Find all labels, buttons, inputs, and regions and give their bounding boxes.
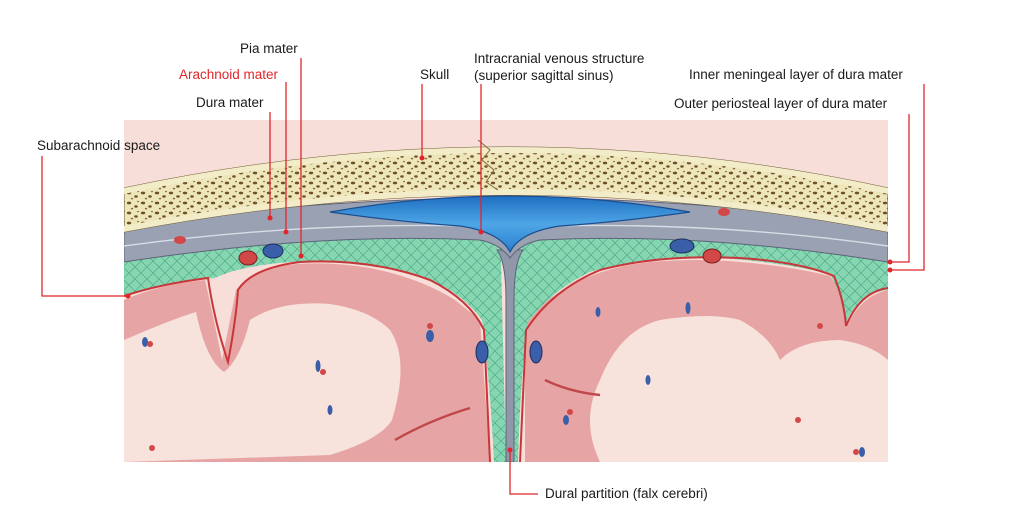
leader-dot xyxy=(125,293,131,299)
vessel-red xyxy=(817,323,823,329)
vessel-blue xyxy=(645,375,651,385)
right-deep-fold xyxy=(544,378,601,397)
vessel-red xyxy=(853,449,859,455)
leader-dural-partition xyxy=(509,450,538,495)
skull-inner-cortex xyxy=(124,189,888,232)
vessel-red xyxy=(567,409,573,415)
vessel-blue xyxy=(563,415,569,425)
vessel-blue xyxy=(529,340,543,364)
leader-dot xyxy=(887,267,893,273)
vessel-red xyxy=(718,208,730,216)
vessel-red xyxy=(320,369,326,375)
vessel-blue xyxy=(315,360,321,372)
leader-dot xyxy=(298,253,304,259)
leader-dot xyxy=(267,215,273,221)
right-white-matter xyxy=(590,316,888,462)
vessel-blue xyxy=(142,337,148,347)
vessel-red xyxy=(238,250,258,266)
leader-dot xyxy=(419,155,425,161)
leader-dot xyxy=(478,229,484,235)
leader-lines xyxy=(41,58,925,495)
left-white-matter xyxy=(124,303,401,462)
subarachnoid-layer-left xyxy=(124,220,506,462)
leader-inner-meningeal xyxy=(890,84,925,271)
diagram-panel xyxy=(124,120,888,462)
vessel-blue xyxy=(859,447,865,457)
leader-subarachnoid xyxy=(41,156,128,297)
skull-suture xyxy=(477,139,499,191)
vessel-blue xyxy=(685,302,691,314)
superior-sagittal-sinus xyxy=(329,195,691,254)
subarachnoid-layer-right xyxy=(512,220,888,462)
falx-cerebri xyxy=(496,249,524,462)
vessel-red xyxy=(174,236,186,244)
vessel-red xyxy=(147,341,153,347)
vessel-red xyxy=(427,323,433,329)
leader-dot xyxy=(887,259,893,265)
vessel-blue xyxy=(595,307,601,317)
vessel-red xyxy=(702,248,722,264)
vessel-blue xyxy=(262,243,284,259)
leader-dot xyxy=(283,229,289,235)
vessel-blue xyxy=(426,330,434,342)
vessel-blue xyxy=(669,238,695,254)
left-deep-fold xyxy=(394,406,471,442)
leader-dot xyxy=(507,447,513,453)
vessel-red xyxy=(149,445,155,451)
pia-line-right xyxy=(519,256,888,462)
vessel-blue xyxy=(327,405,333,415)
skull-outer-cortex xyxy=(124,147,888,194)
pia-line-left xyxy=(124,260,491,462)
vessel-red xyxy=(795,417,801,423)
leader-outer-periosteal xyxy=(890,114,910,263)
vessel-blue xyxy=(475,340,489,364)
leader-dots xyxy=(125,155,893,453)
